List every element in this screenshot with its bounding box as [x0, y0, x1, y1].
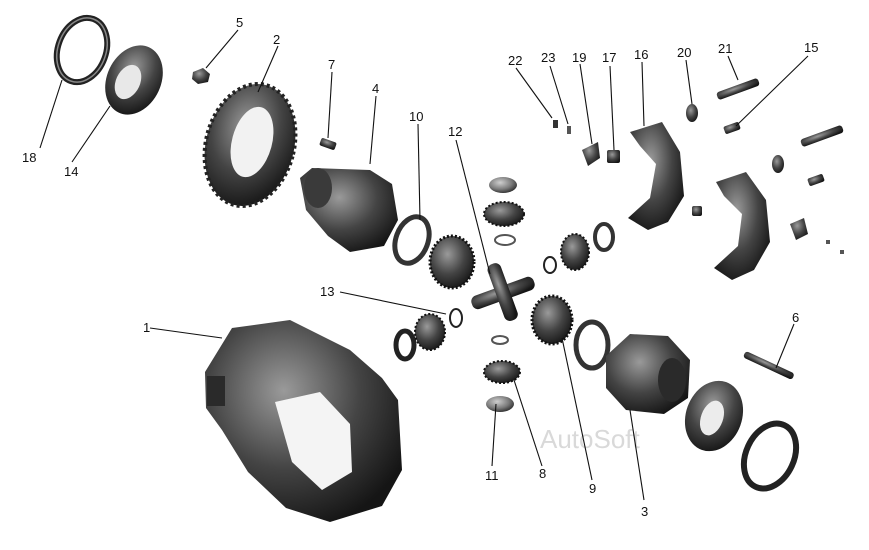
- callout-8: 8: [539, 466, 546, 481]
- callout-18: 18: [22, 150, 36, 165]
- part-3-differential-housing-half: [606, 334, 690, 414]
- part-6-long-bolt: [743, 351, 794, 380]
- callout-13: 13: [320, 284, 334, 299]
- callout-23: 23: [541, 50, 555, 65]
- part-16-bearing-cap: [628, 122, 684, 230]
- callout-10: 10: [409, 109, 423, 124]
- pinion-stack-bottom: [483, 335, 521, 412]
- small-washer-mid: [543, 256, 557, 274]
- snap-ring-right: [740, 420, 800, 492]
- part-12-spider-cross: [471, 263, 535, 321]
- part-18-snap-ring: [53, 14, 111, 86]
- pinion-stack-top: [483, 177, 525, 246]
- callout-16: 16: [634, 47, 648, 62]
- part-14-bearing: [105, 45, 163, 115]
- part-17-nut: [607, 150, 620, 163]
- pinion-gear-right: [560, 222, 615, 271]
- callout-labels: 1 2 3 4 5 6 7 8 9 10 11 12 13 14 15 16 1…: [22, 15, 818, 519]
- callout-21: 21: [718, 41, 732, 56]
- callout-1: 1: [143, 320, 150, 335]
- callout-3: 3: [641, 504, 648, 519]
- callout-17: 17: [602, 50, 616, 65]
- callout-6: 6: [792, 310, 799, 325]
- callout-15: 15: [804, 40, 818, 55]
- callout-14: 14: [64, 164, 78, 179]
- callout-11: 11: [485, 468, 499, 483]
- bearing-right: [684, 380, 744, 452]
- callout-22: 22: [508, 53, 522, 68]
- callout-2: 2: [273, 32, 280, 47]
- part-5-nut: [192, 68, 210, 84]
- part-2-ring-gear: [202, 82, 298, 208]
- part-13-washer: [449, 308, 463, 328]
- part-9-side-gear: [530, 294, 611, 371]
- part-7-bolt: [319, 138, 337, 150]
- callout-20: 20: [677, 45, 691, 60]
- part-21-bolt: [716, 78, 760, 100]
- part-23-pin: [567, 126, 571, 134]
- callout-9: 9: [589, 481, 596, 496]
- callout-7: 7: [328, 57, 335, 72]
- side-gear-left: [428, 234, 476, 290]
- watermark-text: AutoSoft: [540, 424, 641, 454]
- leader-lines: [39, 29, 809, 501]
- part-15-small-bolt: [723, 122, 741, 134]
- part-22-pin: [553, 120, 558, 128]
- callout-12: 12: [448, 124, 462, 139]
- part-4-differential-housing-half: [300, 168, 398, 252]
- part-20-washer: [686, 104, 698, 122]
- side-gear-lower-left: [393, 313, 446, 362]
- right-side-fasteners: [692, 125, 844, 254]
- callout-4: 4: [372, 81, 379, 96]
- bearing-cap-second: [714, 172, 770, 280]
- part-19-lock-plate: [582, 142, 600, 166]
- part-1-carrier-housing: [205, 320, 402, 522]
- callout-19: 19: [572, 50, 586, 65]
- callout-5: 5: [236, 15, 243, 30]
